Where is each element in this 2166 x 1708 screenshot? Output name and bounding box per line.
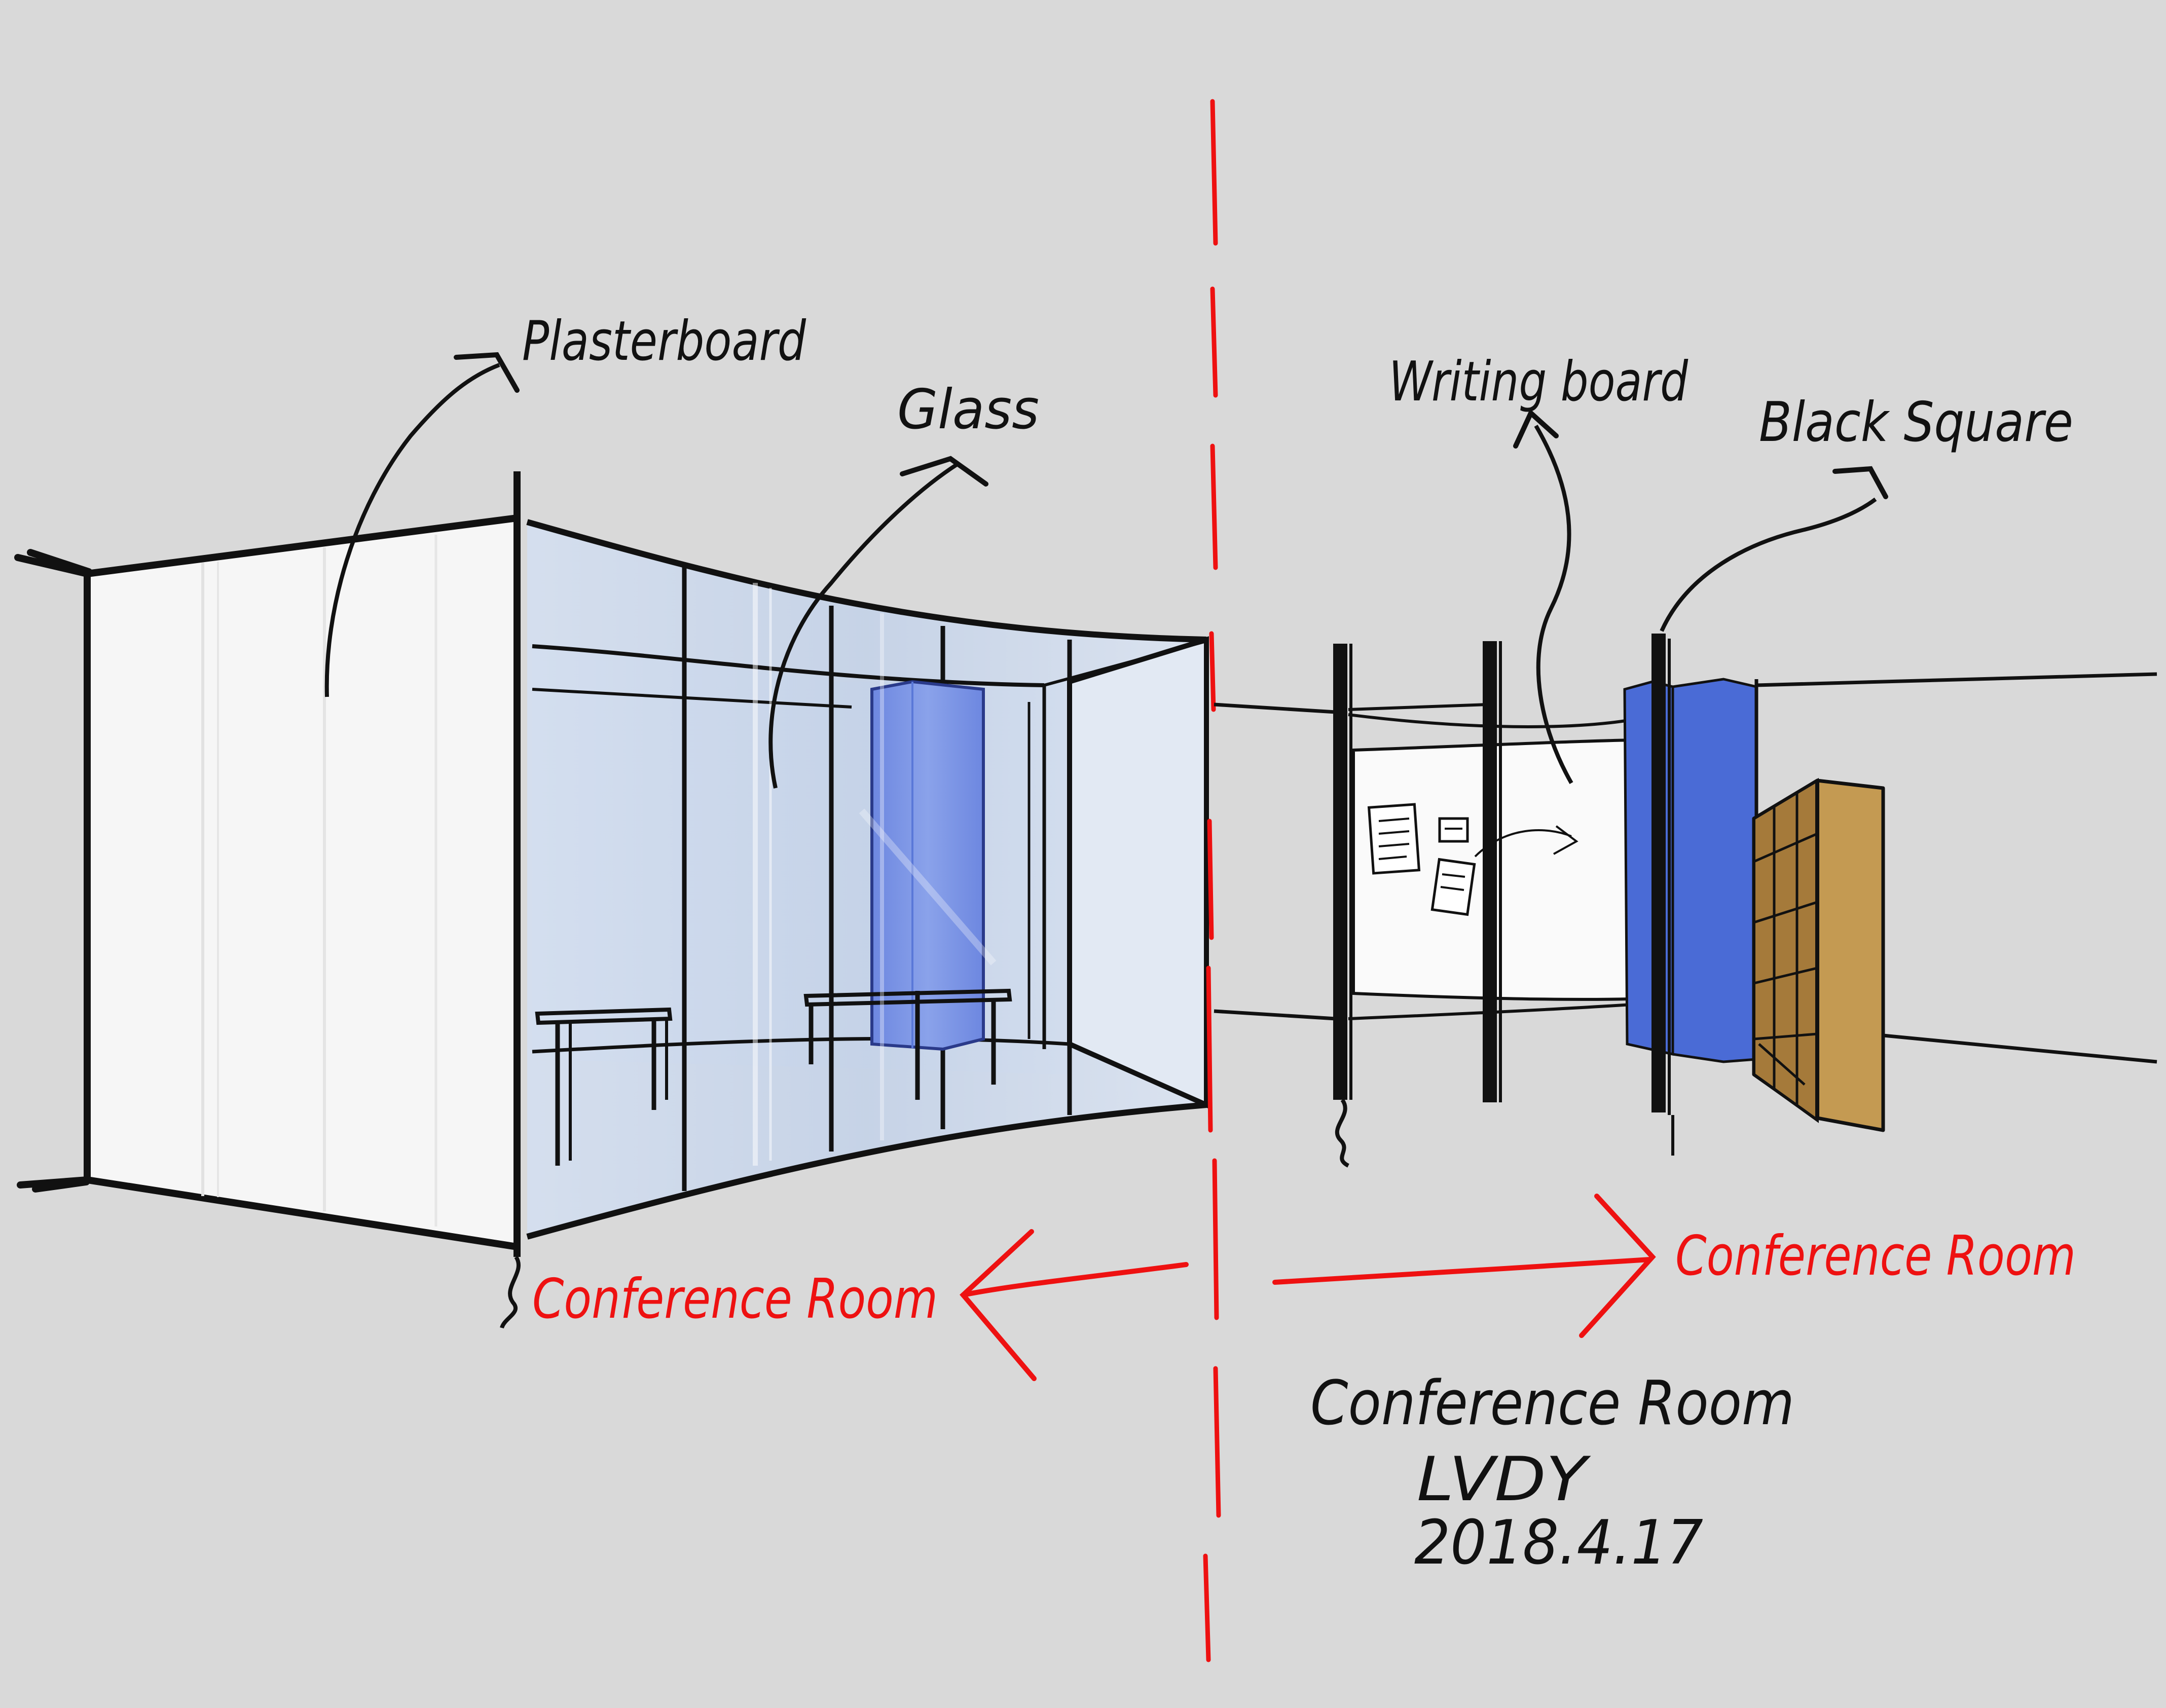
conference-room-left-label: Conference Room xyxy=(532,1268,938,1331)
writing-board-label: Writing board xyxy=(1389,350,1688,414)
right-room xyxy=(1214,634,2157,1168)
annotation-leaders xyxy=(324,352,1888,789)
glass-room xyxy=(526,519,1209,1240)
conference-room-right-label: Conference Room xyxy=(1675,1224,2076,1288)
title-block: Conference Room LVDY 2018.4.17 xyxy=(1310,1368,1794,1578)
caption-date: 2018.4.17 xyxy=(1414,1508,1703,1578)
plasterboard-label: Plasterboard xyxy=(522,310,806,373)
caption-title: Conference Room xyxy=(1310,1368,1794,1439)
glass-label: Glass xyxy=(897,378,1039,441)
left-red-arrow xyxy=(960,1229,1189,1381)
caption-author: LVDY xyxy=(1417,1444,1592,1515)
right-red-arrow xyxy=(1272,1194,1656,1338)
black-square-label: Black Square xyxy=(1759,391,2073,454)
red-divider-line xyxy=(1203,99,1221,1662)
plasterboard-wall xyxy=(14,471,521,1329)
